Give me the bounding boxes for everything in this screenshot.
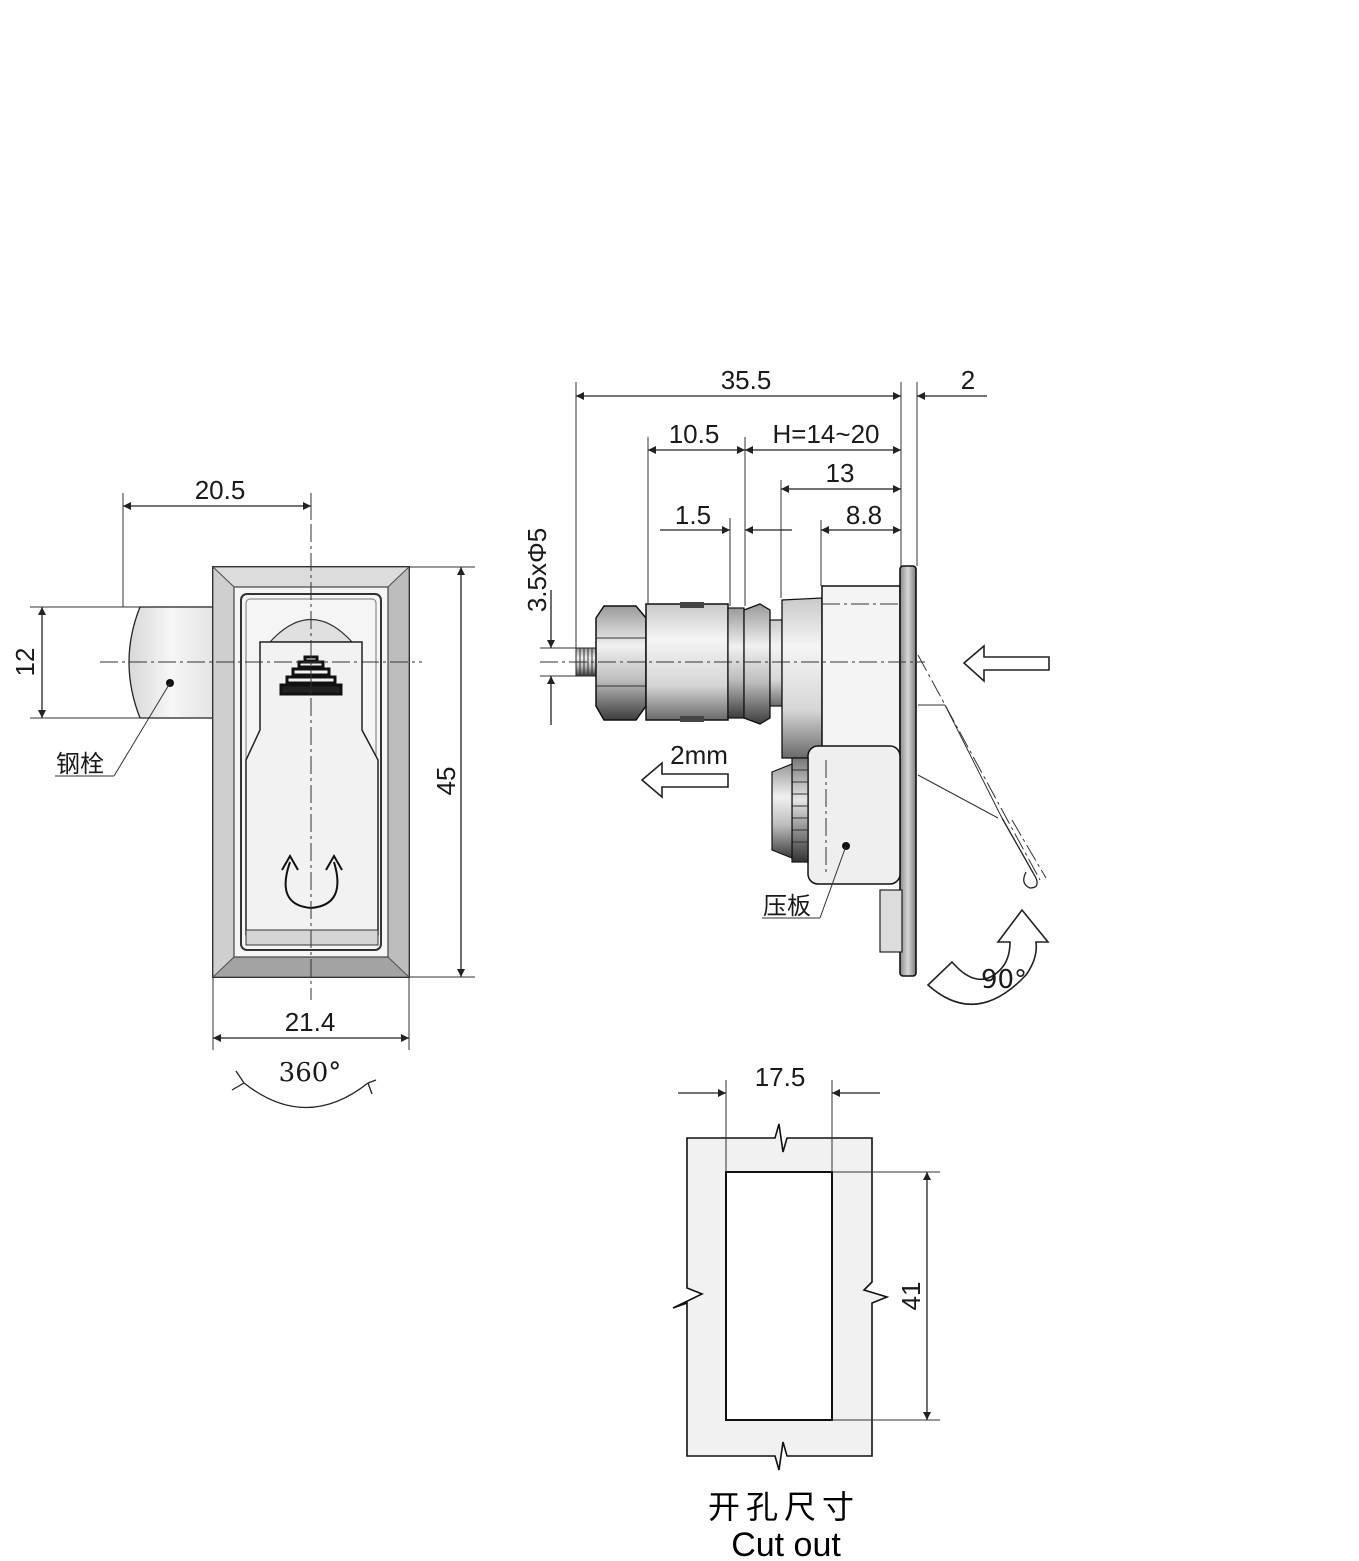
rotation-arc (243, 1082, 369, 1109)
lock-housing (821, 585, 901, 753)
washer (727, 607, 745, 719)
cutout-title-cn: 开孔尺寸 (708, 1488, 860, 1526)
dim-nut: 10.5 (669, 419, 720, 449)
clamp-screw (791, 757, 809, 863)
travel-label: 2mm (670, 740, 728, 770)
front-view: 20.5 12 45 21.4 360° 钢栓 (10, 475, 475, 1109)
cutout-dim-height: 41 (896, 1282, 926, 1311)
handle-angle: 90° (981, 965, 1027, 995)
rotate-arrow-90 (926, 908, 1050, 1005)
dim-thread: 3.5xΦ5 (522, 528, 552, 612)
dim-washer: 1.5 (675, 500, 711, 530)
push-arrow (962, 644, 1050, 683)
dim-width-bottom: 21.4 (285, 1007, 336, 1037)
dim-height: 45 (431, 767, 461, 796)
callout-plate: 压板 (763, 892, 811, 920)
dim-bolt-height: 12 (10, 648, 40, 677)
cutout-hole (725, 1171, 833, 1421)
side-view: 2mm 90° 压板 35.5 2 10.5 H=14~20 13 (522, 365, 1050, 1005)
dim-grip-range: H=14~20 (773, 419, 880, 449)
callout-bolt: 钢栓 (56, 750, 104, 778)
dim-8-8: 8.8 (846, 500, 882, 530)
dim-13: 13 (826, 458, 855, 488)
dim-overall: 35.5 (721, 365, 772, 395)
cutout-title-en: Cut out (731, 1526, 841, 1561)
dim-plate: 2 (961, 365, 975, 395)
clamp-plate (807, 745, 901, 885)
cutout-view: 17.5 41 开孔尺寸 Cut out (672, 1062, 940, 1561)
rotation-label: 360° (279, 1058, 342, 1088)
hex-nut (595, 605, 647, 721)
dim-width-top: 20.5 (195, 475, 246, 505)
cutout-dim-width: 17.5 (755, 1062, 806, 1092)
travel-arrow (640, 761, 729, 799)
